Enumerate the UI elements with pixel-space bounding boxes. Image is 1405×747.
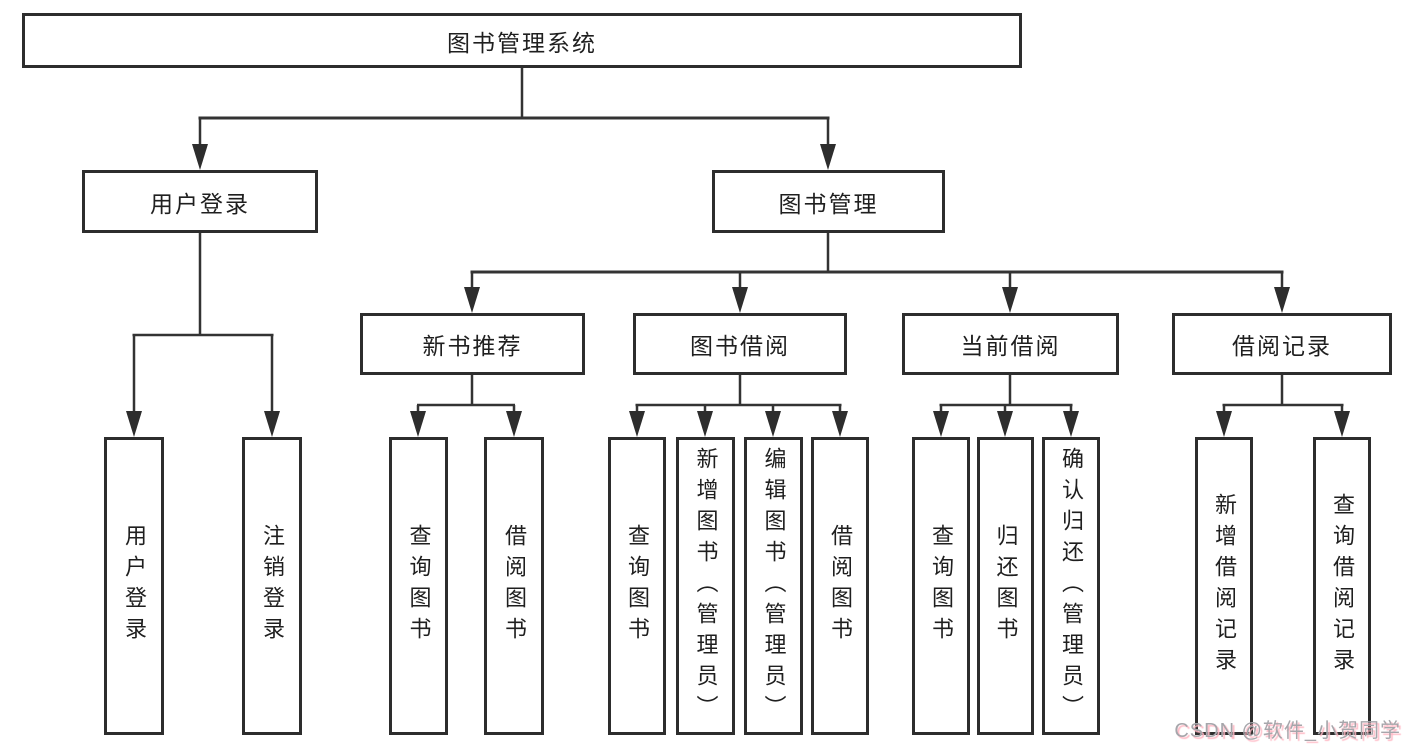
connector-user-login-children [126, 233, 280, 437]
node-label: 图书管理 [778, 190, 879, 217]
node-label: 图书管理系统 [447, 29, 597, 56]
node-label: 查询借阅记录 [1330, 493, 1355, 679]
csdn-watermark: CSDN @软件_小贺同学 [1174, 720, 1401, 742]
node-label: 用户登录 [150, 190, 250, 217]
arrowhead-icon [410, 411, 426, 437]
node-label: 用户登录 [122, 524, 147, 648]
node-root-system: 图书管理系统 [22, 13, 1022, 68]
node-query-books-borrow: 查询图书 [608, 437, 666, 735]
node-label: 查询图书 [406, 524, 432, 648]
node-label: 确认归还（管理员） [1059, 446, 1084, 726]
node-label: 当前借阅 [960, 333, 1061, 359]
arrowhead-icon [1334, 411, 1350, 437]
node-label: 编辑图书（管理员） [761, 446, 787, 726]
node-edit-books-admin: 编辑图书（管理员） [744, 437, 803, 735]
arrowhead-icon [765, 411, 781, 437]
node-query-borrow-record: 查询借阅记录 [1313, 437, 1371, 735]
connector-borrowing-records-children [1216, 375, 1350, 437]
node-label: 借阅图书 [502, 524, 527, 648]
arrowhead-icon [264, 411, 280, 437]
arrowhead-icon [997, 411, 1013, 437]
node-confirm-return-admin: 确认归还（管理员） [1042, 437, 1100, 735]
node-query-books-recommend: 查询图书 [389, 437, 448, 735]
connector-root-to-level2 [192, 68, 836, 170]
node-label: 新书推荐 [422, 333, 523, 359]
arrowhead-icon [506, 411, 522, 437]
arrowhead-icon [820, 144, 836, 170]
arrowhead-icon [832, 411, 848, 437]
node-add-borrow-record: 新增借阅记录 [1195, 437, 1253, 735]
node-return-books: 归还图书 [977, 437, 1034, 735]
node-book-borrowing: 图书借阅 [633, 313, 847, 375]
node-borrow-books-recommend: 借阅图书 [484, 437, 544, 735]
arrowhead-icon [1063, 411, 1079, 437]
node-book-management: 图书管理 [712, 170, 945, 233]
arrowhead-icon [1274, 287, 1290, 313]
arrowhead-icon [629, 411, 645, 437]
arrowhead-icon [126, 411, 142, 437]
node-label: 借阅图书 [828, 524, 853, 648]
node-label: 借阅记录 [1232, 333, 1332, 359]
node-borrowing-records: 借阅记录 [1172, 313, 1392, 375]
node-label: 归还图书 [993, 524, 1019, 648]
node-label: 注销登录 [260, 524, 285, 648]
node-add-books-admin: 新增图书（管理员） [676, 437, 735, 735]
node-label: 新增借阅记录 [1212, 493, 1237, 679]
node-logout: 注销登录 [242, 437, 302, 735]
node-label: 新增图书（管理员） [693, 446, 719, 726]
arrowhead-icon [697, 411, 713, 437]
node-label: 图书借阅 [690, 333, 790, 359]
connector-current-borrowing-children [933, 375, 1079, 437]
arrowhead-icon [1216, 411, 1232, 437]
node-query-books-current: 查询图书 [912, 437, 970, 735]
connector-new-book-children [410, 375, 522, 437]
node-user-login-action: 用户登录 [104, 437, 164, 735]
node-borrow-books: 借阅图书 [811, 437, 869, 735]
node-user-login: 用户登录 [82, 170, 318, 233]
arrowhead-icon [464, 287, 480, 313]
connector-book-borrowing-children [629, 375, 848, 437]
arrowhead-icon [933, 411, 949, 437]
arrowhead-icon [1002, 287, 1018, 313]
arrowhead-icon [732, 287, 748, 313]
node-new-book-recommendation: 新书推荐 [360, 313, 585, 375]
node-label: 查询图书 [929, 524, 954, 648]
node-current-borrowing: 当前借阅 [902, 313, 1119, 375]
connector-book-management-children [464, 233, 1290, 313]
node-label: 查询图书 [625, 524, 650, 648]
arrowhead-icon [192, 144, 208, 170]
